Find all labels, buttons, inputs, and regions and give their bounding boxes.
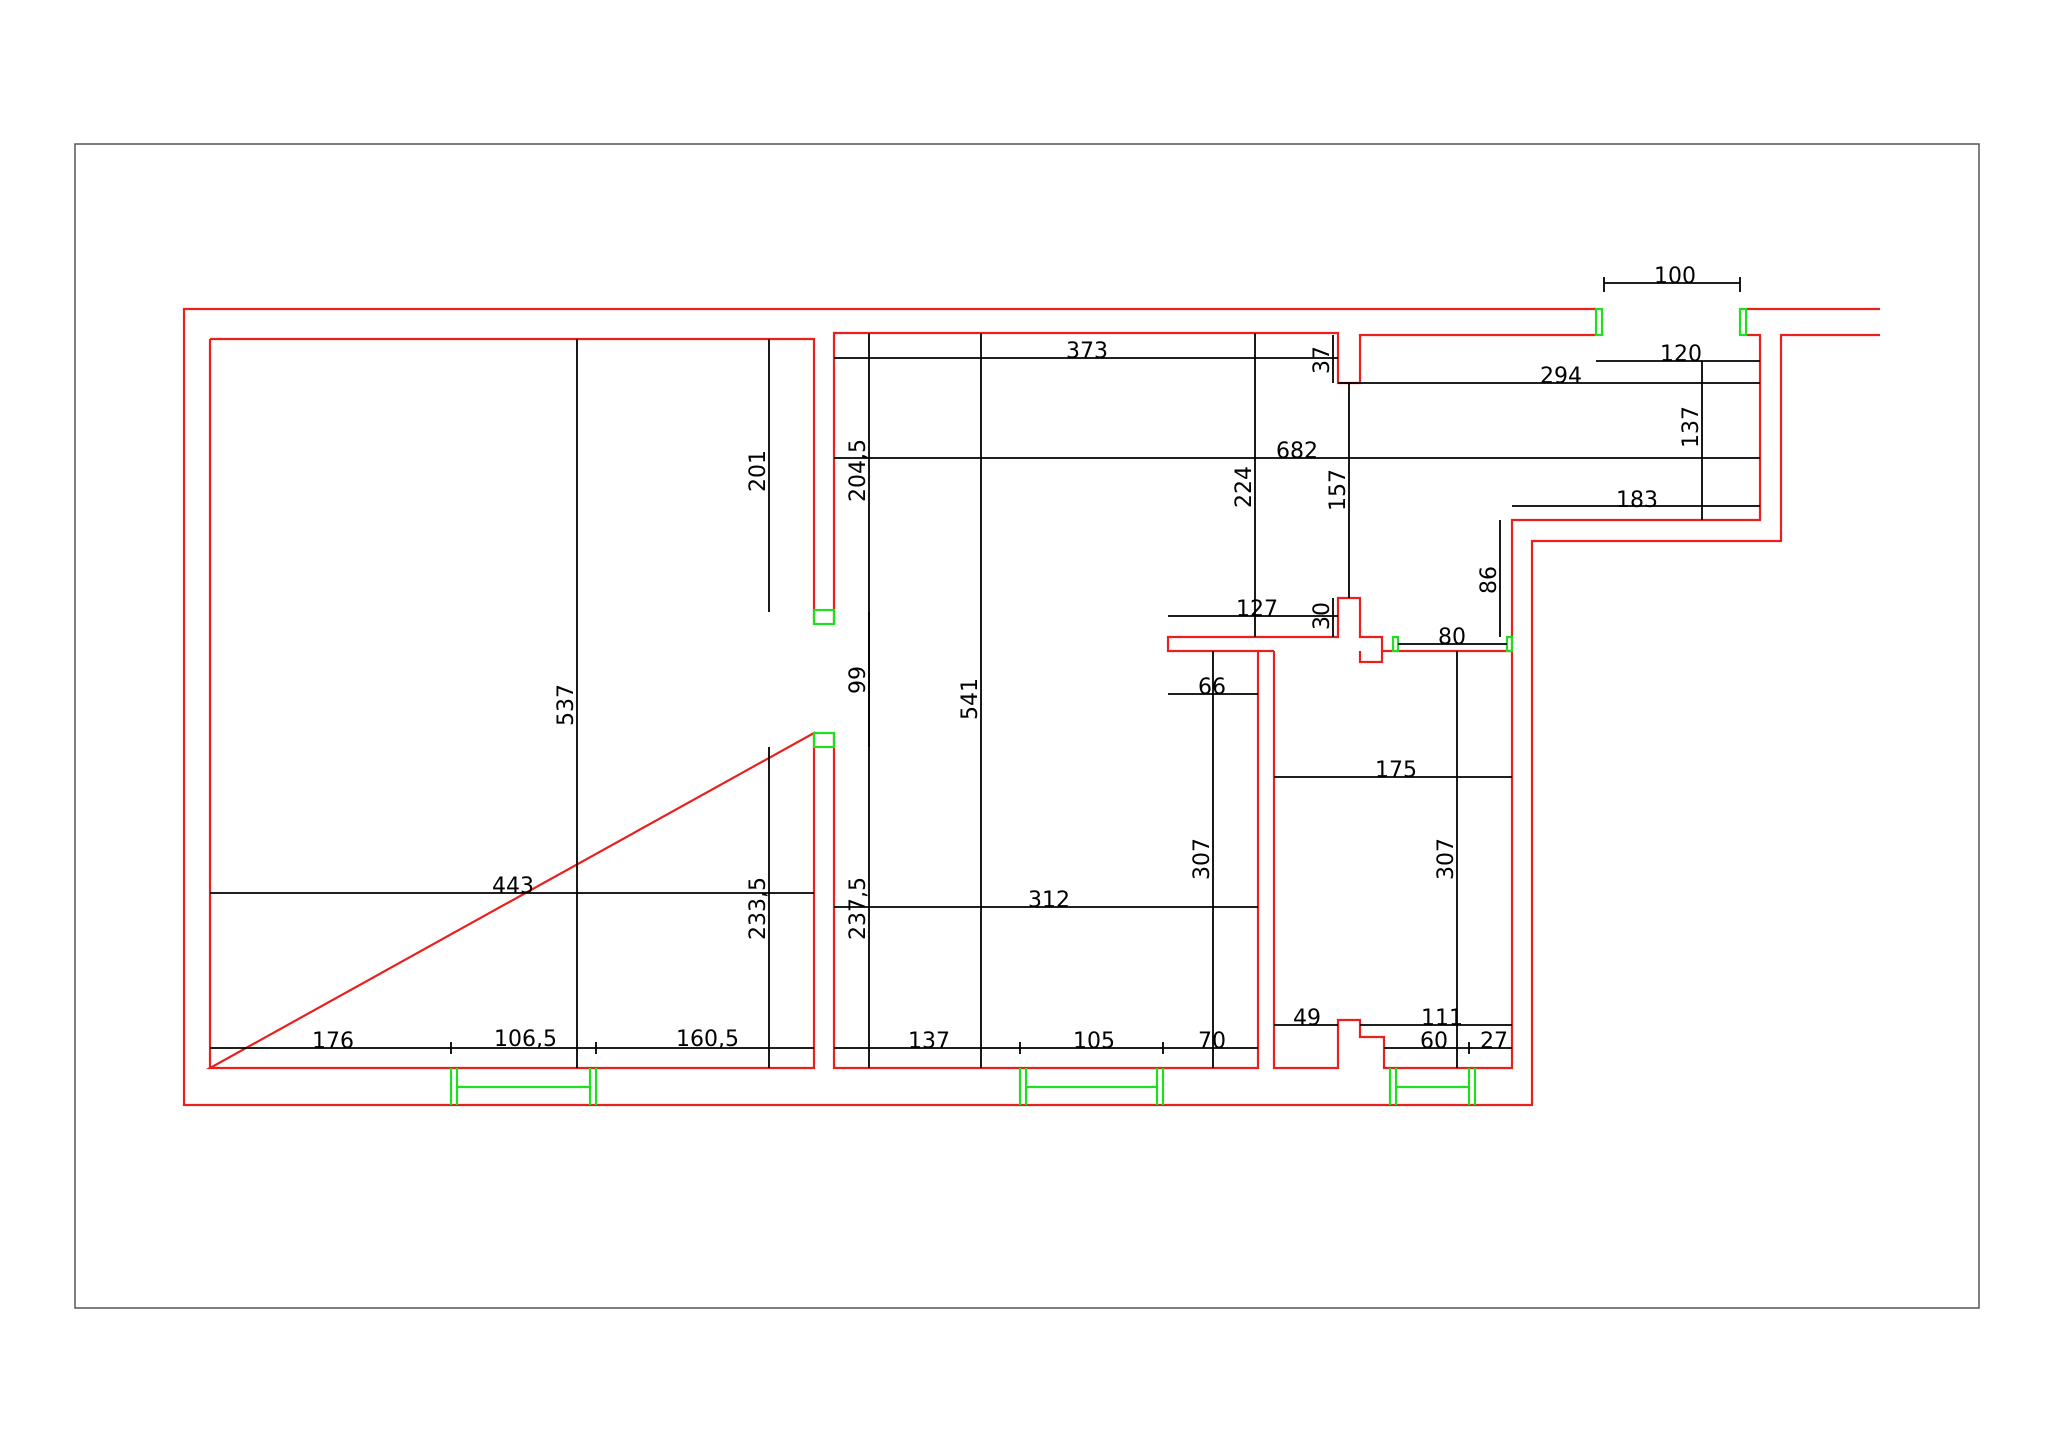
dim-label-100: 100 <box>1654 264 1696 289</box>
dim-label-537: 537 <box>554 684 579 726</box>
dim-label-307-right: 307 <box>1434 838 1459 880</box>
dim-label-80: 80 <box>1438 625 1466 650</box>
dim-label-201: 201 <box>746 450 771 492</box>
partition-wall-lower <box>832 596 1396 1070</box>
dim-label-373: 373 <box>1066 339 1108 364</box>
dim-label-312: 312 <box>1028 888 1070 913</box>
entrance-jamb-right <box>1738 307 1748 337</box>
dim-label-307-left: 307 <box>1190 838 1215 880</box>
door-corridor-jamb-left <box>1391 635 1400 653</box>
window-3 <box>1388 1068 1477 1105</box>
dim-label-120: 120 <box>1660 342 1702 367</box>
dim-label-66: 66 <box>1198 675 1226 700</box>
room-3-wall <box>1272 651 1514 1070</box>
entrance-jamb-left <box>1594 307 1604 337</box>
door-1-jamb-bottom <box>812 731 836 749</box>
openings <box>449 307 1748 1105</box>
dim-label-237-5: 237,5 <box>846 877 871 940</box>
dim-label-137-vertical: 137 <box>1679 406 1704 448</box>
dim-label-111: 111 <box>1421 1006 1463 1031</box>
dim-label-30: 30 <box>1310 602 1335 630</box>
dim-label-49: 49 <box>1293 1006 1321 1031</box>
dim-label-160-5: 160,5 <box>676 1027 739 1052</box>
dim-label-99: 99 <box>846 666 871 694</box>
sheet-frame <box>74 143 1980 1309</box>
dim-label-60: 60 <box>1420 1029 1448 1054</box>
corridor-stub <box>1358 651 1384 664</box>
dim-label-183: 183 <box>1616 488 1658 513</box>
dim-label-233-5: 233,5 <box>746 877 771 940</box>
dim-label-224: 224 <box>1232 466 1257 508</box>
dim-label-541: 541 <box>958 678 983 720</box>
dim-label-157: 157 <box>1326 469 1351 511</box>
door-1-jamb-top <box>812 608 836 626</box>
dim-label-70: 70 <box>1198 1029 1226 1054</box>
dim-label-37: 37 <box>1310 346 1335 374</box>
dim-label-137-bottom: 137 <box>908 1029 950 1054</box>
walls <box>182 307 1880 1107</box>
dim-label-176: 176 <box>312 1029 354 1054</box>
right-step-wall <box>1510 333 1762 651</box>
dim-label-105: 105 <box>1073 1029 1115 1054</box>
dim-label-204-5: 204,5 <box>846 439 871 502</box>
dim-label-106-5: 106,5 <box>494 1027 557 1052</box>
dim-label-127: 127 <box>1236 597 1278 622</box>
dim-label-27: 27 <box>1480 1029 1508 1054</box>
dim-label-682: 682 <box>1276 439 1318 464</box>
window-2 <box>1018 1068 1165 1105</box>
room-1-inner-wall <box>205 337 816 1070</box>
door-corridor-jamb-right <box>1505 635 1514 653</box>
window-1 <box>449 1068 598 1105</box>
dim-label-294: 294 <box>1540 364 1582 389</box>
dimension-lines <box>210 277 1760 1068</box>
dim-label-175: 175 <box>1375 758 1417 783</box>
outer-wall-outline <box>182 307 1880 1107</box>
dim-label-443: 443 <box>492 874 534 899</box>
dimension-labels: 100 120 294 137 373 37 682 204,5 224 157… <box>312 264 1704 1054</box>
dim-label-86: 86 <box>1477 566 1502 594</box>
